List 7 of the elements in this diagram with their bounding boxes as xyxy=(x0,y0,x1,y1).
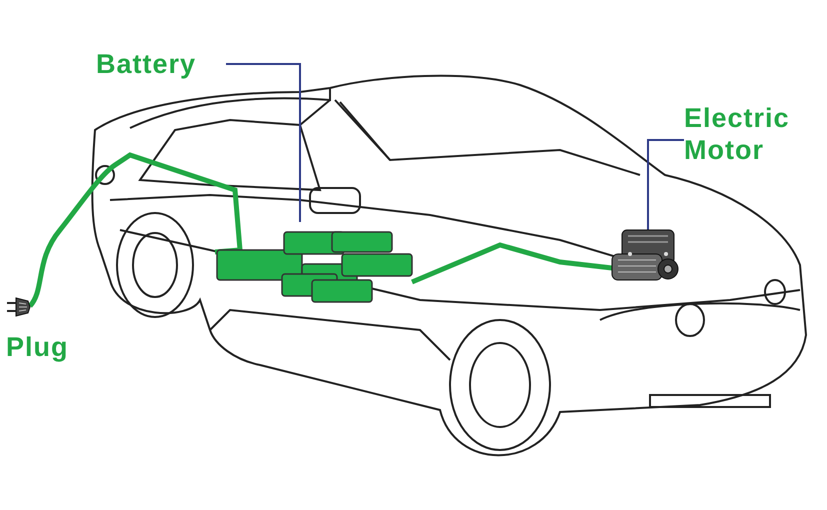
leader-line xyxy=(226,63,301,222)
leader-line xyxy=(647,139,684,230)
part-label: Electric Motor xyxy=(684,102,816,166)
cable xyxy=(28,152,242,308)
cable xyxy=(411,242,612,284)
part-label: Battery xyxy=(96,48,226,80)
part-label: Plug xyxy=(6,331,68,363)
